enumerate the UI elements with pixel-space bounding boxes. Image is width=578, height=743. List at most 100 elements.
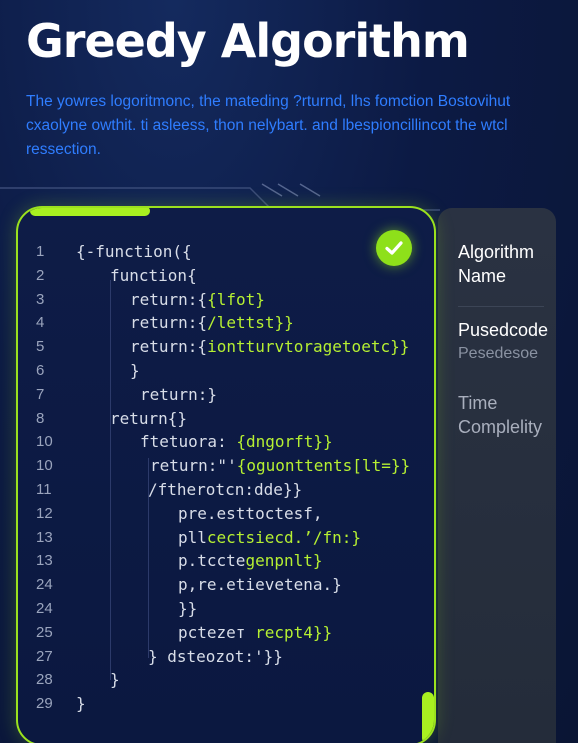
- line-number: 1: [36, 243, 45, 260]
- code-line: 7 return:}: [18, 383, 434, 407]
- code-line: 4 return:{/lettst}}: [18, 311, 434, 335]
- code-line: 5 return:{iontturvtoragetoetc}}: [18, 335, 434, 359]
- code-text: pllcectsiecd.’/fn:}: [178, 526, 361, 550]
- code-line: 2 function{: [18, 264, 434, 288]
- code-line: 13 pllcectsiecd.’/fn:}: [18, 526, 434, 550]
- line-number: 10: [36, 433, 53, 451]
- code-token: {-function({: [76, 242, 192, 261]
- code-line: 6}: [18, 359, 434, 383]
- code-token: pre.esttoctesf,: [178, 503, 323, 523]
- code-text: } dsteozot:'}}: [148, 645, 283, 669]
- code-line: 12 pre.esttoctesf,: [18, 502, 434, 526]
- code-token: }: [76, 694, 86, 714]
- code-token-highlight: {oguonttents[lt=}}: [236, 456, 411, 476]
- code-text: }: [130, 359, 140, 383]
- side-divider: [458, 306, 544, 307]
- line-number: 28: [36, 671, 53, 689]
- side-item-time-complexity[interactable]: Time Complelity: [458, 393, 543, 437]
- line-number: 10: [36, 457, 53, 475]
- code-token: ftetuora:: [140, 432, 237, 452]
- code-text: pre.esttoctesf,: [178, 502, 323, 526]
- line-number: 25: [36, 623, 53, 641]
- code-token: return:{: [130, 289, 208, 309]
- code-token: pll: [178, 527, 207, 547]
- editor-accent-bar-bottom: [422, 692, 434, 743]
- code-line: 24}}: [18, 597, 434, 621]
- indent-guide: [148, 458, 149, 658]
- code-line: 11/ftherotcn:dde}}: [18, 478, 434, 502]
- code-token: pctezeт: [178, 622, 256, 642]
- code-token: } dsteozot:'}}: [148, 646, 283, 666]
- code-text: pctezeт recpt4}}: [178, 621, 332, 645]
- code-line: 8 return{}: [18, 407, 434, 431]
- code-text: /ftherotcn:dde}}: [148, 478, 302, 502]
- line-number: 7: [36, 385, 45, 403]
- side-item-algorithm-name[interactable]: Algorithm Name: [458, 242, 535, 286]
- side-panel: Algorithm Name Pusedcode Pesedesoe Time …: [438, 208, 556, 743]
- line-number: 2: [36, 266, 45, 284]
- code-token-highlight: {dngorft}}: [236, 432, 333, 452]
- side-item-pseudocode-sub: Pesedesoe: [458, 345, 539, 362]
- line-number: 3: [36, 290, 45, 308]
- code-token: return:{: [130, 313, 208, 333]
- code-text: return:"'{oguonttents[lt=}}: [150, 454, 410, 478]
- code-token: }: [130, 361, 140, 380]
- code-token: }}: [178, 599, 198, 618]
- line-number: 4: [36, 314, 45, 332]
- line-number: 6: [36, 362, 45, 379]
- line-number: 5: [36, 338, 45, 356]
- side-item-pseudocode-title: Pusedcode: [458, 320, 549, 340]
- code-token-highlight: recpt4}}: [255, 622, 333, 642]
- code-line: 3 return:{{lfot}: [18, 288, 434, 312]
- page-title: Greedy Algorithm: [26, 14, 470, 68]
- side-item-pseudocode[interactable]: Pusedcode Pesedesoe: [458, 318, 548, 366]
- code-line: 27 } dsteozot:'}}: [18, 645, 434, 669]
- line-number: 24: [36, 576, 53, 594]
- code-token: return{}: [110, 408, 188, 428]
- code-text: return:}: [140, 383, 217, 407]
- code-text: }: [110, 668, 120, 692]
- code-text: return:{{lfot}: [130, 288, 265, 312]
- code-line: 29}: [18, 692, 434, 716]
- indent-guide: [110, 280, 111, 680]
- line-number: 13: [36, 552, 53, 570]
- code-line: 10 return:"'{oguonttents[lt=}}: [18, 454, 434, 478]
- line-number: 24: [36, 600, 53, 617]
- line-number: 13: [36, 528, 53, 546]
- code-token: return:"': [150, 456, 237, 476]
- code-line: 13 p.tcctegenpnlt}: [18, 549, 434, 573]
- code-token-highlight: /lettst}}: [207, 313, 294, 333]
- code-token-highlight: cectsiecd.’/fn:}: [206, 527, 362, 547]
- code-line: 1 {-function({: [18, 240, 434, 264]
- code-text: function{: [110, 264, 197, 288]
- line-number: 27: [36, 647, 53, 665]
- line-number: 29: [36, 695, 53, 713]
- code-token-highlight: iontturvtoragetoetc}}: [207, 337, 410, 357]
- line-number: 8: [36, 409, 45, 427]
- code-token-highlight: genpnlt}: [245, 551, 323, 571]
- code-text: }: [76, 692, 86, 716]
- code-token: function{: [110, 265, 197, 285]
- editor-accent-bar-top: [30, 208, 150, 216]
- code-text: p,re.etievetena.}: [178, 573, 342, 597]
- code-text: return{}: [110, 407, 187, 431]
- code-token: /ftherotcn:dde}}: [148, 480, 303, 499]
- code-line: 24 p,re.etievetena.}: [18, 573, 434, 597]
- line-number: 12: [36, 504, 53, 522]
- line-number: 11: [36, 481, 52, 498]
- code-text: }}: [178, 597, 197, 621]
- code-token-highlight: {lfot}: [207, 289, 265, 309]
- code-text: p.tcctegenpnlt}: [178, 549, 323, 573]
- code-token: return:}: [140, 384, 218, 404]
- code-token: p,re.etievetena.}: [178, 575, 342, 595]
- code-text: {-function({: [76, 240, 192, 264]
- code-line: 10 ftetuora: {dngorft}}: [18, 430, 434, 454]
- code-text: return:{/lettst}}: [130, 311, 294, 335]
- code-text: return:{iontturvtoragetoetc}}: [130, 335, 409, 359]
- code-token: }: [110, 670, 120, 690]
- code-token: return:{: [130, 337, 208, 357]
- code-line: 28}: [18, 668, 434, 692]
- code-line: 25 pctezeт recpt4}}: [18, 621, 434, 645]
